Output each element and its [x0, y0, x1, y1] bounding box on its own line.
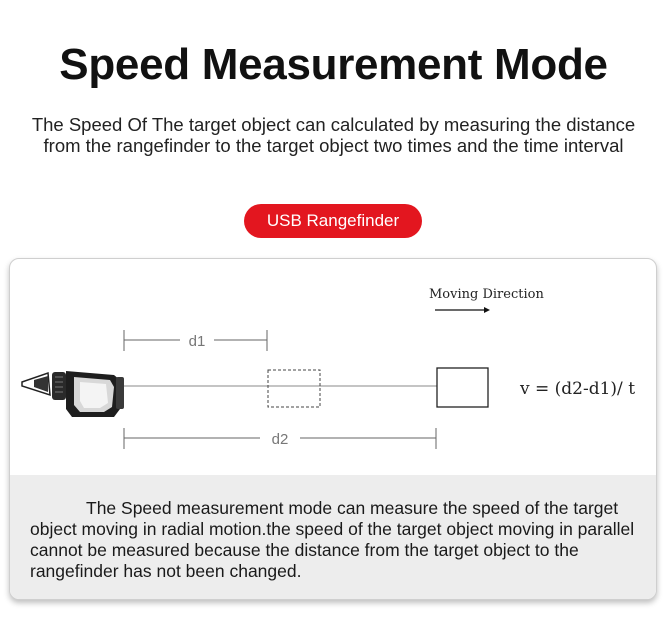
diagram-card: Moving Direction d1 v = (d2-d1)/ t d2 [9, 258, 657, 600]
product-badge: USB Rangefinder [244, 204, 422, 238]
direction-arrow-icon [435, 307, 490, 313]
rangefinder-icon [21, 371, 124, 417]
description-text: The Speed measurement mode can measure t… [30, 498, 635, 581]
description-panel [10, 475, 656, 599]
speed-formula: v = (d2-d1)/ t [519, 379, 635, 399]
moving-direction-label: Moving Direction [429, 287, 544, 302]
d1-label: d1 [189, 333, 206, 350]
d1-dimension-line [123, 330, 268, 351]
target-initial-position [267, 369, 321, 408]
target-final-position [436, 367, 489, 408]
speed-diagram: Moving Direction d1 v = (d2-d1)/ t d2 [21, 287, 635, 449]
page-subtitle: The Speed Of The target object can calcu… [31, 114, 636, 156]
d2-dimension-line [123, 428, 437, 449]
d2-label: d2 [272, 431, 289, 448]
page-title: Speed Measurement Mode [59, 40, 608, 89]
